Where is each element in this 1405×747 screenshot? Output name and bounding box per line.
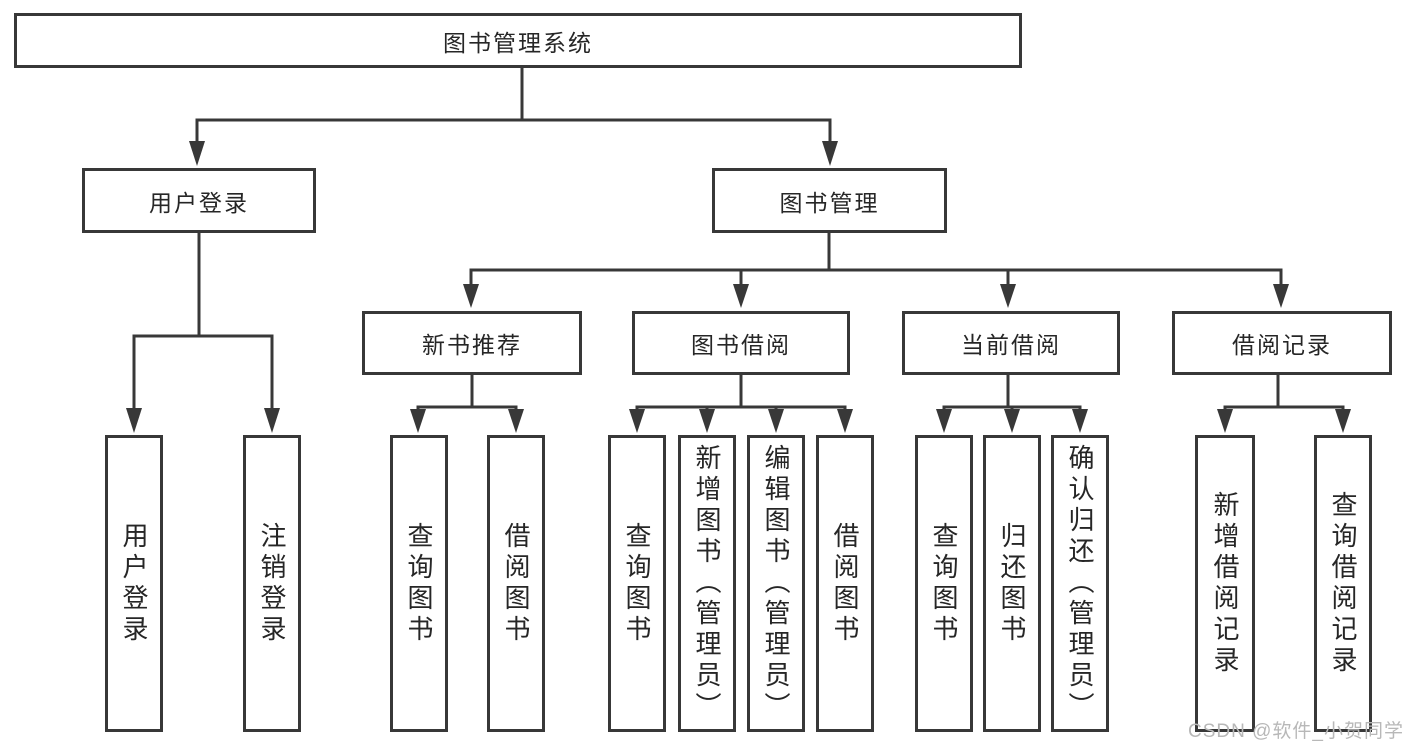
leaf-logout-label: 注销登录 — [257, 521, 287, 646]
leaf-query-borrow-record-label: 查询借阅记录 — [1328, 490, 1358, 677]
leaf-confirm-return-admin: 确认归还（管理员） — [1051, 435, 1109, 732]
leaf-query-borrow-record: 查询借阅记录 — [1314, 435, 1372, 732]
leaf-borrow-books: 借阅图书 — [816, 435, 874, 732]
leaf-logout: 注销登录 — [243, 435, 301, 732]
leaf-add-books-admin: 新增图书（管理员） — [678, 435, 736, 732]
leaf-add-books-admin-label: 新增图书（管理员） — [692, 444, 722, 723]
node-current-borrow: 当前借阅 — [902, 311, 1120, 375]
leaf-return-books-label: 归还图书 — [997, 521, 1027, 646]
node-user-login-label: 用户登录 — [149, 189, 249, 216]
leaf-borrow-books-label: 借阅图书 — [830, 521, 860, 646]
node-current-borrow-label: 当前借阅 — [961, 332, 1061, 358]
leaf-query-books-recommend: 查询图书 — [390, 435, 448, 732]
node-book-management-label: 图书管理 — [779, 189, 880, 216]
node-root-label: 图书管理系统 — [443, 29, 593, 56]
leaf-edit-books-admin-label: 编辑图书（管理员） — [761, 444, 791, 723]
node-book-management: 图书管理 — [712, 168, 947, 233]
node-new-book-recommend-label: 新书推荐 — [422, 332, 522, 358]
node-borrow-records: 借阅记录 — [1172, 311, 1392, 375]
leaf-add-borrow-record-label: 新增借阅记录 — [1210, 490, 1240, 677]
leaf-query-books-current-label: 查询图书 — [929, 521, 959, 646]
csdn-watermark: CSDN @软件_小贺同学 — [1188, 721, 1404, 742]
leaf-user-login-label: 用户登录 — [119, 521, 149, 646]
node-new-book-recommend: 新书推荐 — [362, 311, 582, 375]
node-user-login: 用户登录 — [82, 168, 316, 233]
leaf-query-books-recommend-label: 查询图书 — [404, 521, 434, 646]
leaf-edit-books-admin: 编辑图书（管理员） — [747, 435, 805, 732]
leaf-query-books-borrow: 查询图书 — [608, 435, 666, 732]
node-book-borrow: 图书借阅 — [632, 311, 850, 375]
leaf-query-books-current: 查询图书 — [915, 435, 973, 732]
node-root-system: 图书管理系统 — [14, 13, 1022, 68]
leaf-borrow-books-recommend-label: 借阅图书 — [501, 521, 531, 646]
leaf-borrow-books-recommend: 借阅图书 — [487, 435, 545, 732]
node-book-borrow-label: 图书借阅 — [691, 332, 791, 358]
leaf-confirm-return-admin-label: 确认归还（管理员） — [1065, 444, 1095, 723]
leaf-query-books-borrow-label: 查询图书 — [622, 521, 652, 646]
leaf-user-login: 用户登录 — [105, 435, 163, 732]
node-borrow-records-label: 借阅记录 — [1232, 332, 1332, 358]
leaf-add-borrow-record: 新增借阅记录 — [1195, 435, 1255, 732]
leaf-return-books: 归还图书 — [983, 435, 1041, 732]
